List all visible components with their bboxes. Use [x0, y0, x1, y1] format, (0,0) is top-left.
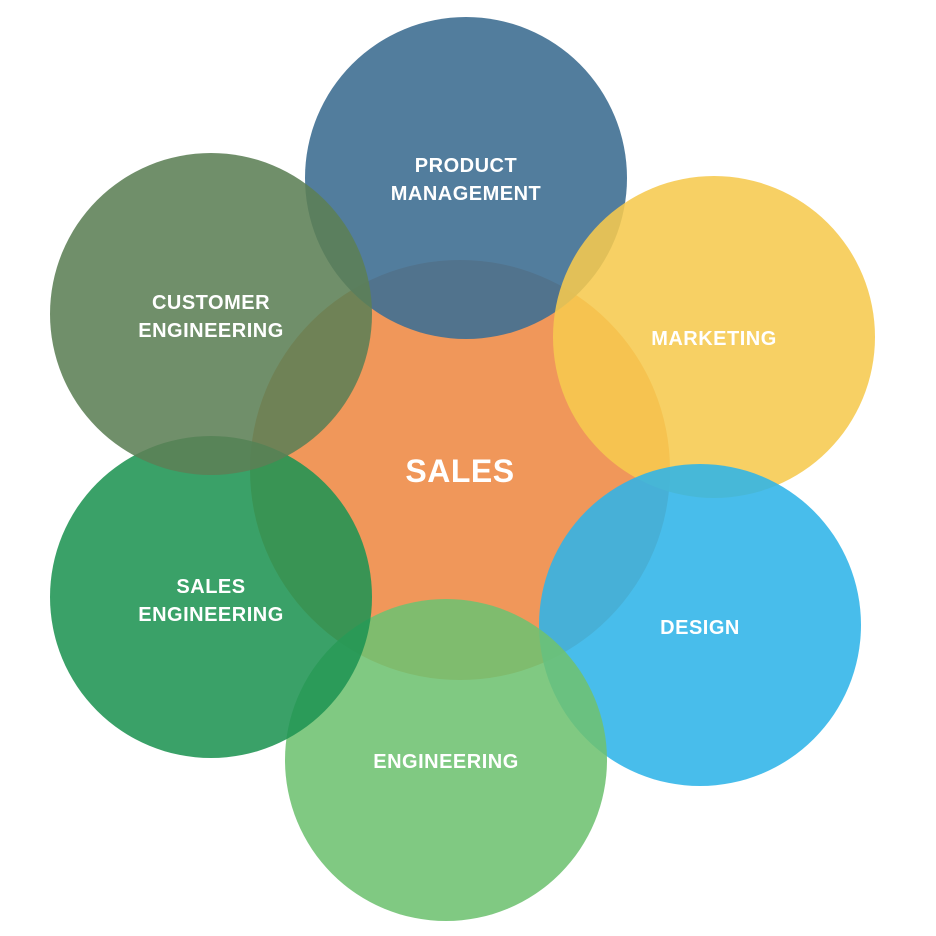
- sales-label: SALES: [405, 453, 514, 489]
- customer-engineering-label-line1: CUSTOMER: [152, 292, 270, 314]
- marketing-label: MARKETING: [651, 328, 777, 350]
- customer-engineering-circle: [50, 153, 372, 475]
- sales-engineering-circle: [50, 436, 372, 758]
- design-circle: [539, 464, 861, 786]
- sales-engineering-label-line2: ENGINEERING: [138, 604, 284, 626]
- design-label: DESIGN: [660, 617, 740, 639]
- product-management-label-line2: MANAGEMENT: [391, 183, 542, 205]
- engineering-circle: [285, 599, 607, 921]
- engineering-label: ENGINEERING: [373, 751, 519, 773]
- customer-engineering-label-line2: ENGINEERING: [138, 320, 284, 342]
- sales-engineering-label-line1: SALES: [176, 576, 245, 598]
- marketing-circle: [553, 176, 875, 498]
- product-management-label-line1: PRODUCT: [415, 155, 517, 177]
- product-management-circle: [305, 17, 627, 339]
